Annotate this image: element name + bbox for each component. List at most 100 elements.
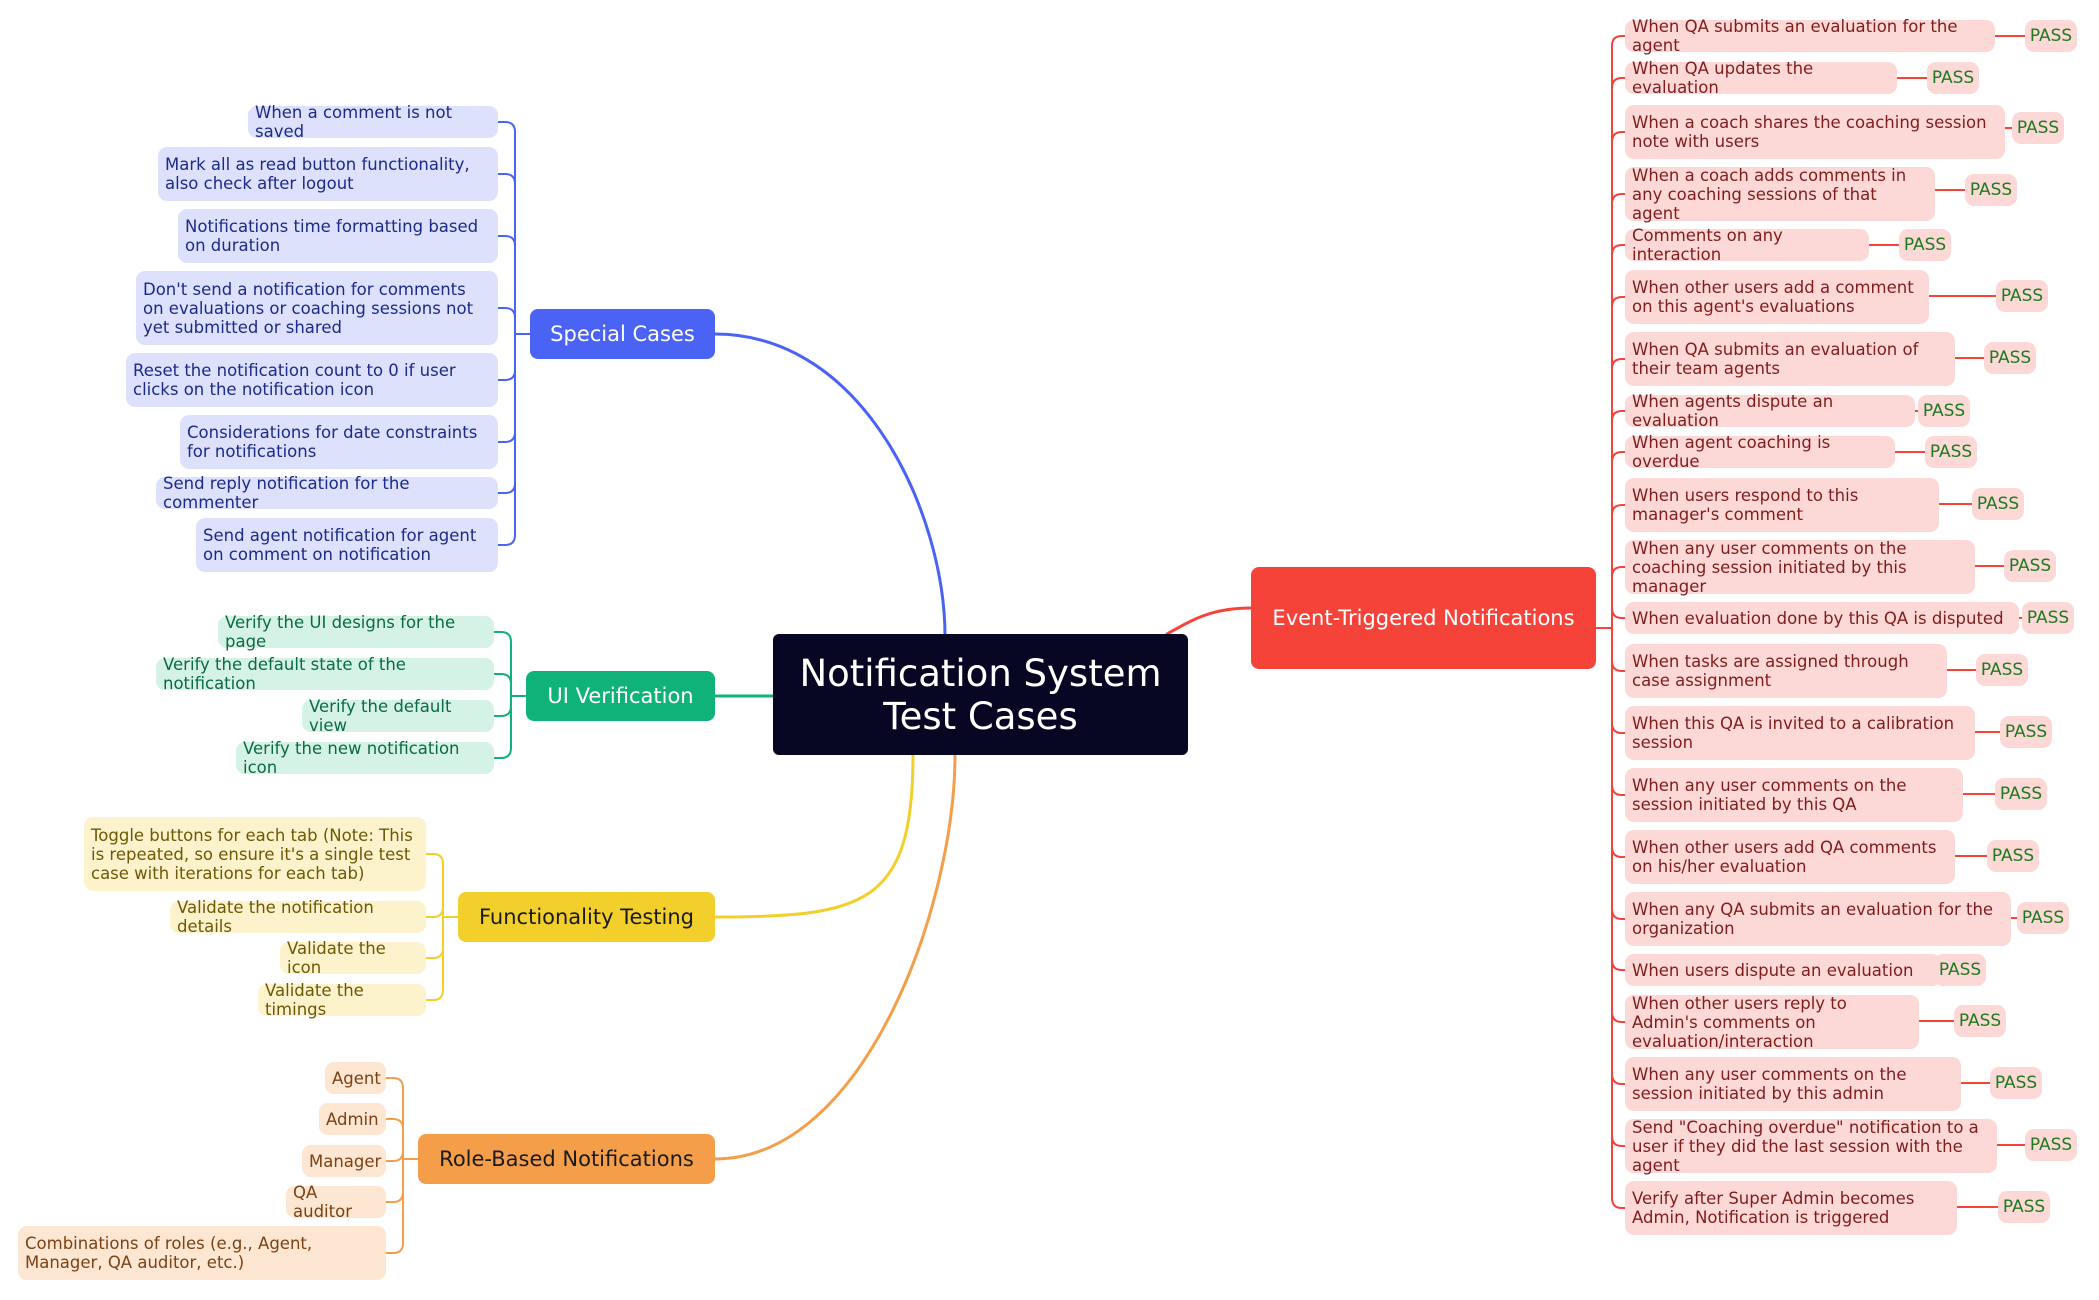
special-leaf: Send reply notification for the commente…: [156, 474, 498, 512]
status-badge: PASS: [2012, 112, 2064, 144]
connector-leaf: [497, 235, 516, 247]
role-leaf-text: Manager: [309, 1151, 382, 1171]
status-badge-text: PASS: [1980, 659, 2024, 680]
status-badge: PASS: [1899, 229, 1951, 261]
event-leaf: When a coach shares the coaching session…: [1625, 105, 2005, 159]
status-badge: PASS: [1965, 174, 2017, 206]
event-leaf-text: When QA updates the evaluation: [1632, 59, 1814, 97]
connector-leaf: [1611, 959, 1626, 971]
role-leaf: Agent: [325, 1062, 386, 1094]
event-leaf: Verify after Super Admin becomes Admin, …: [1625, 1181, 1957, 1235]
connector-leaf: [1611, 908, 1626, 920]
role-leaf-text: Combinations of roles (e.g., Agent, Mana…: [25, 1234, 313, 1272]
connector-root-role: [713, 753, 957, 1161]
status-badge: PASS: [1990, 1067, 2042, 1099]
status-badge: PASS: [1996, 280, 2048, 312]
func-leaf-text: Validate the icon: [287, 939, 386, 977]
special-leaf-text: Considerations for date constraints for …: [187, 423, 478, 461]
event-leaf: When tasks are assigned through case ass…: [1625, 644, 1947, 698]
connector-leaf: [1611, 504, 1626, 516]
event-leaf: When any user comments on the session in…: [1625, 768, 1963, 822]
ui-leaf: Verify the default view: [302, 697, 494, 735]
status-badge: PASS: [1972, 488, 2024, 520]
connector-leaf: [497, 307, 516, 319]
event-leaf-text: When QA submits an evaluation for the ag…: [1632, 17, 1958, 55]
func-leaf: Toggle buttons for each tab (Note: This …: [84, 817, 426, 891]
status-badge: PASS: [2022, 602, 2074, 634]
special-leaf-text: Reset the notification count to 0 if use…: [133, 361, 456, 399]
connector-leaf: [1611, 607, 1626, 619]
branch-special: Special Cases: [530, 309, 715, 359]
connector-leaf: [1611, 1073, 1626, 1085]
func-leaf-text: Validate the timings: [265, 981, 364, 1019]
role-leaf: QA auditor: [286, 1183, 386, 1221]
event-leaf-text: When tasks are assigned through case ass…: [1632, 652, 1909, 690]
connector-leaf: [425, 853, 444, 865]
event-leaf-text: When agent coaching is overdue: [1632, 433, 1831, 471]
status-badge-text: PASS: [1958, 1010, 2002, 1031]
connector-leaf: [385, 1242, 404, 1254]
event-leaf-text: When a coach shares the coaching session…: [1632, 113, 1987, 151]
ui-leaf-text: Verify the new notification icon: [243, 739, 460, 777]
ui-leaf-text: Verify the default state of the notifica…: [163, 655, 406, 693]
connector-leaf: [1611, 784, 1626, 796]
connector-root-event: [1165, 606, 1253, 636]
status-badge: PASS: [1995, 778, 2047, 810]
connector-leaf: [497, 369, 516, 381]
branch-event: Event-Triggered Notifications: [1251, 567, 1596, 669]
ui-leaf: Verify the UI designs for the page: [218, 613, 494, 651]
connector-leaf: [1611, 451, 1626, 463]
status-badge-text: PASS: [2008, 555, 2052, 576]
role-leaf-text: Agent: [332, 1068, 381, 1088]
special-leaf: Reset the notification count to 0 if use…: [126, 353, 498, 407]
event-leaf-text: When other users add a comment on this a…: [1632, 278, 1914, 316]
status-badge: PASS: [1984, 342, 2036, 374]
status-badge-text: PASS: [2029, 1134, 2073, 1155]
special-leaf-text: Notifications time formatting based on d…: [185, 217, 479, 255]
status-badge: PASS: [1987, 840, 2039, 872]
connector-leaf: [497, 431, 516, 443]
event-leaf-text: When other users add QA comments on his/…: [1632, 838, 1937, 876]
connector-leaf: [1611, 35, 1626, 47]
status-badge: PASS: [2004, 550, 2056, 582]
status-badge: PASS: [1918, 395, 1970, 427]
status-badge-text: PASS: [1938, 959, 1982, 980]
func-leaf-text: Toggle buttons for each tab (Note: This …: [91, 825, 413, 883]
event-leaf: When evaluation done by this QA is dispu…: [1625, 602, 2019, 634]
branch-special-text: Special Cases: [550, 321, 695, 346]
status-badge-text: PASS: [2021, 907, 2065, 928]
connector-leaf: [1611, 131, 1626, 143]
event-leaf: When a coach adds comments in any coachi…: [1625, 165, 1935, 223]
special-leaf-text: Send reply notification for the commente…: [163, 474, 410, 512]
ui-leaf-text: Verify the UI designs for the page: [225, 613, 456, 651]
event-leaf-text: When users dispute an evaluation: [1632, 960, 1914, 980]
connector-leaf: [1611, 410, 1626, 422]
branch-func-text: Functionality Testing: [478, 904, 695, 929]
status-badge: PASS: [1925, 436, 1977, 468]
connector-leaf: [1611, 77, 1626, 89]
status-badge-text: PASS: [2029, 25, 2073, 46]
branch-ui: UI Verification: [526, 671, 715, 721]
event-leaf-text: When other users reply to Admin's commen…: [1632, 993, 1847, 1051]
event-leaf: When other users add QA comments on his/…: [1625, 830, 1955, 884]
root-topic: Notification System Test Cases: [773, 634, 1188, 755]
connector-leaf: [385, 1191, 404, 1203]
status-badge-text: PASS: [1976, 493, 2020, 514]
event-leaf: When other users reply to Admin's commen…: [1625, 993, 1919, 1051]
connector-root-func: [713, 753, 915, 919]
func-leaf-text: Validate the notification details: [177, 898, 374, 936]
event-leaf-text: When a coach adds comments in any coachi…: [1632, 165, 1907, 223]
event-leaf-text: When any user comments on the session in…: [1632, 1065, 1907, 1103]
event-leaf-text: When QA submits an evaluation of their t…: [1632, 340, 1919, 378]
special-leaf: Don't send a notification for comments o…: [136, 271, 498, 345]
special-leaf: Send agent notification for agent on com…: [196, 518, 498, 572]
connector-leaf: [1611, 244, 1626, 256]
connector-leaf: [1611, 296, 1626, 308]
event-leaf: When users respond to this manager's com…: [1625, 478, 1939, 532]
role-leaf: Combinations of roles (e.g., Agent, Mana…: [18, 1226, 386, 1280]
status-badge-text: PASS: [1922, 400, 1966, 421]
special-leaf: Mark all as read button functionality, a…: [158, 147, 498, 201]
event-leaf: When other users add a comment on this a…: [1625, 270, 1929, 324]
connector-leaf: [497, 534, 516, 546]
event-leaf-text: Verify after Super Admin becomes Admin, …: [1632, 1189, 1915, 1227]
